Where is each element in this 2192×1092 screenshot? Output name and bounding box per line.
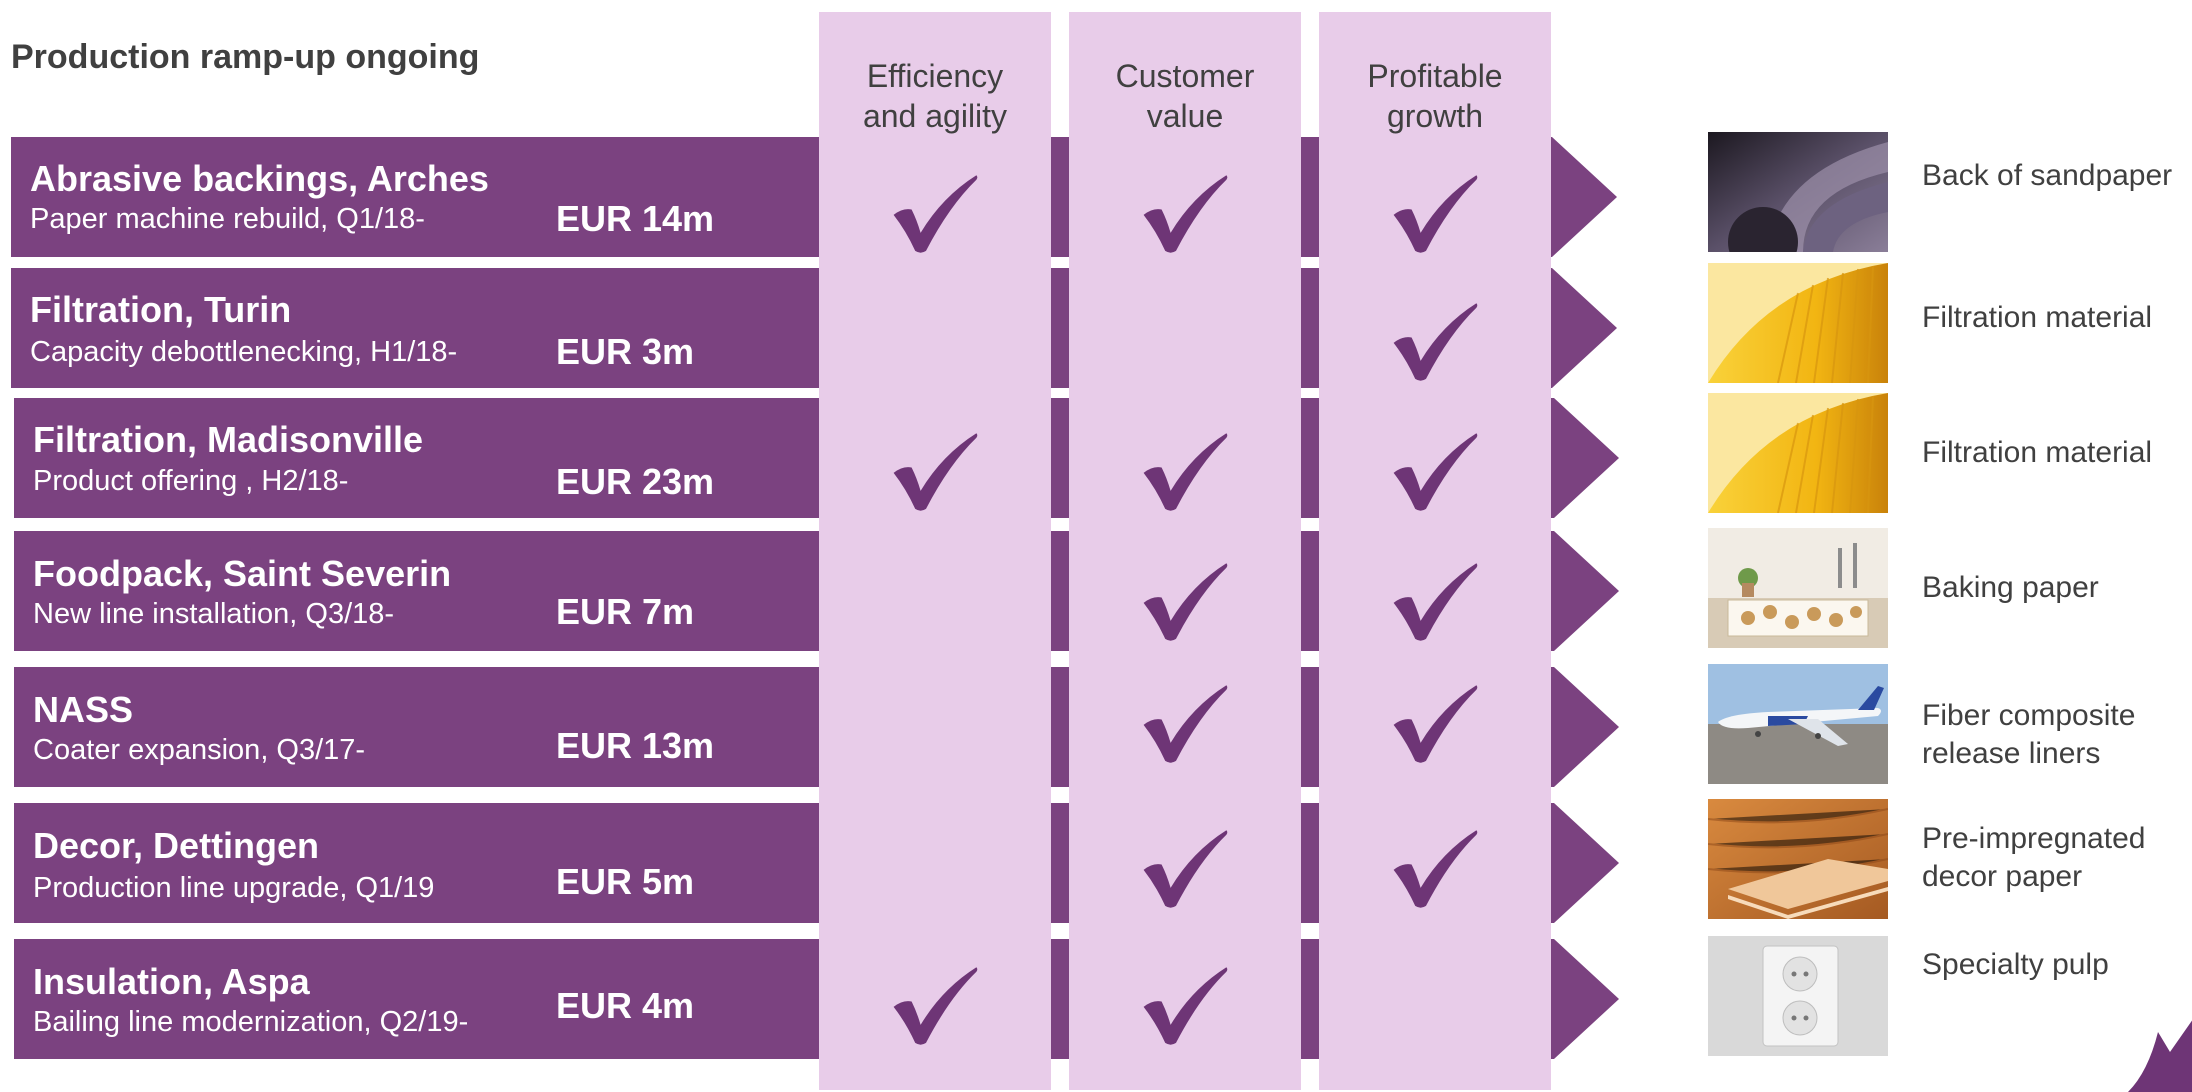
- check-mark-icon: [1393, 685, 1478, 763]
- check-mark-icon: [1143, 563, 1228, 641]
- column-efficiency: [819, 12, 1051, 1090]
- project-name: Filtration, Turin: [30, 289, 292, 330]
- caption-line: Pre-impregnated: [1922, 822, 2146, 855]
- product-caption: Filtration material: [1922, 299, 2152, 337]
- column-header-line: and agility: [862, 98, 1008, 134]
- column-header-customer-value: Customer value: [1069, 56, 1301, 136]
- product-caption: Specialty pulp: [1922, 946, 2109, 984]
- project-amount: EUR 14m: [556, 198, 715, 239]
- check-mark-icon: [893, 967, 978, 1045]
- company-logo-icon: [2128, 1020, 2192, 1092]
- project-subtitle: Production line upgrade, Q1/19: [33, 872, 435, 904]
- check-mark-icon: [1143, 685, 1228, 763]
- project-amount: EUR 4m: [556, 985, 695, 1026]
- caption-line: release liners: [1922, 737, 2101, 770]
- check-mark-icon: [893, 433, 978, 511]
- project-name: Abrasive backings, Arches: [30, 158, 489, 199]
- column-customer-value: [1069, 12, 1301, 1090]
- check-mark-icon: [1143, 175, 1228, 253]
- column-header-profitable-growth: Profitable growth: [1319, 56, 1551, 136]
- project-amount: EUR 13m: [556, 725, 715, 766]
- check-mark-icon: [1143, 967, 1228, 1045]
- caption-line: Back of sandpaper: [1922, 159, 2173, 192]
- baking-paper-image: [1708, 528, 1888, 648]
- check-mark-icon: [1143, 830, 1228, 908]
- project-amount: EUR 3m: [556, 331, 695, 372]
- decor-paper-image: [1708, 799, 1888, 919]
- column-header-line: Efficiency: [866, 58, 1004, 94]
- product-caption: Back of sandpaper: [1922, 157, 2172, 195]
- product-caption: Filtration material: [1922, 434, 2152, 472]
- check-mark-icon: [1393, 563, 1478, 641]
- column-header-line: growth: [1386, 98, 1484, 134]
- column-header-efficiency: Efficiency and agility: [819, 56, 1051, 136]
- check-mark-icon: [1393, 175, 1478, 253]
- project-subtitle: Product offering , H2/18-: [33, 465, 349, 497]
- filtration-material-image: [1708, 263, 1888, 383]
- caption-line: decor paper: [1922, 860, 2083, 893]
- project-name: Insulation, Aspa: [33, 961, 310, 1002]
- page-title: Production ramp-up ongoing: [11, 38, 480, 76]
- project-name: Decor, Dettingen: [33, 825, 320, 866]
- check-mark-icon: [1143, 433, 1228, 511]
- airplane-image: [1708, 664, 1888, 784]
- project-amount: EUR 7m: [556, 591, 695, 632]
- project-name: Filtration, Madisonville: [33, 419, 424, 460]
- project-amount: EUR 5m: [556, 861, 695, 902]
- electrical-outlet-image: [1708, 936, 1888, 1056]
- caption-line: Fiber composite: [1922, 699, 2136, 732]
- project-subtitle: New line installation, Q3/18-: [33, 598, 395, 630]
- caption-line: Filtration material: [1922, 436, 2153, 469]
- project-subtitle: Bailing line modernization, Q2/19-: [33, 1006, 469, 1038]
- check-mark-icon: [1393, 303, 1478, 381]
- product-caption: Fiber composite release liners: [1922, 697, 2135, 773]
- project-subtitle: Paper machine rebuild, Q1/18-: [30, 203, 425, 235]
- caption-line: Specialty pulp: [1922, 948, 2109, 981]
- project-amount: EUR 23m: [556, 461, 715, 502]
- column-profitable-growth: [1319, 12, 1551, 1090]
- sandpaper-roll-image: [1708, 132, 1888, 252]
- column-header-line: Profitable: [1367, 58, 1503, 94]
- check-mark-icon: [893, 175, 978, 253]
- check-mark-icon: [1393, 433, 1478, 511]
- product-caption: Baking paper: [1922, 569, 2099, 607]
- caption-line: Filtration material: [1922, 301, 2153, 334]
- column-header-line: value: [1146, 98, 1224, 134]
- project-subtitle: Capacity debottlenecking, H1/18-: [30, 336, 458, 368]
- column-header-line: Customer: [1115, 58, 1255, 94]
- project-subtitle: Coater expansion, Q3/17-: [33, 734, 366, 766]
- project-name: NASS: [33, 689, 134, 730]
- product-caption: Pre-impregnated decor paper: [1922, 820, 2145, 896]
- filtration-material-image: [1708, 393, 1888, 513]
- check-mark-icon: [1393, 830, 1478, 908]
- caption-line: Baking paper: [1922, 571, 2099, 604]
- project-name: Foodpack, Saint Severin: [33, 553, 452, 594]
